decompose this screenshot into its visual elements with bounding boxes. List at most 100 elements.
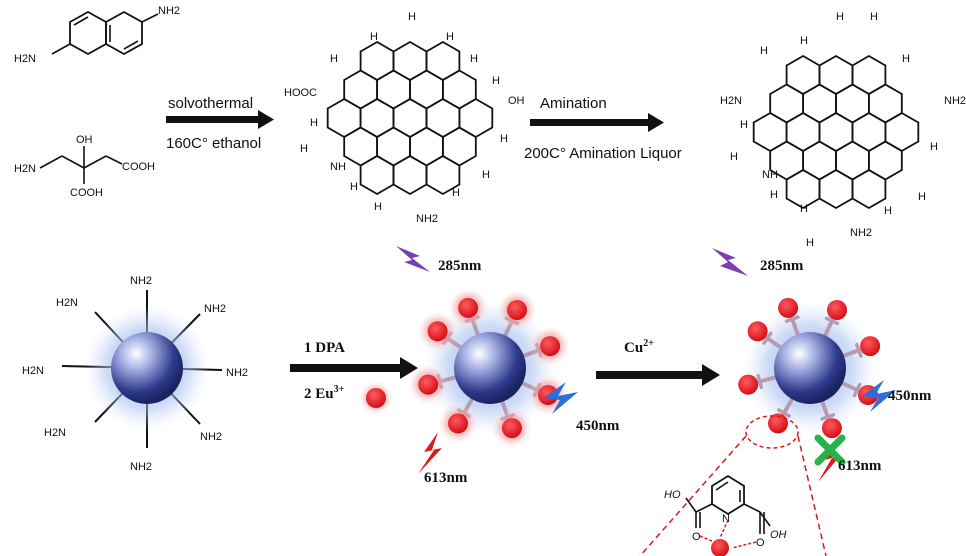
- dpa-linker-fork: [784, 315, 800, 323]
- ligand-nh2-bottomright: NH2: [200, 431, 222, 443]
- ligand-h2n-left: H2N: [22, 365, 44, 377]
- solvothermal-conditions: 160C° ethanol: [166, 135, 261, 152]
- dpa-linker-fork: [777, 408, 791, 418]
- cdot2-h-2: H: [800, 35, 808, 47]
- ligand-h2n-topleft: H2N: [56, 297, 78, 309]
- ligand-nh2-bottom: NH2: [130, 461, 152, 473]
- dpa-oxygen-left: O: [692, 531, 701, 543]
- dpa-linker: [790, 317, 800, 337]
- cdot2-h-5: H: [902, 53, 910, 65]
- dpa-linker: [820, 399, 830, 419]
- naphthalene-amine-left: H2N: [14, 53, 36, 65]
- carbon-ring: [818, 168, 854, 210]
- citric-amine-reagent: OH H2N COOH COOH: [14, 134, 155, 199]
- cdot2-h-12: H: [730, 151, 738, 163]
- dpa-arrow: [290, 364, 400, 372]
- carbon-dot-structure-1: [326, 40, 494, 196]
- dpa-molecule: HO OH N O O: [664, 474, 787, 556]
- red-dot-icon: [768, 413, 788, 434]
- cdot1-h-2: H: [370, 31, 378, 43]
- nanoparticle-core-quenched: [774, 332, 846, 404]
- red-emission-label-2: 613nm: [838, 458, 882, 474]
- red-dot-icon: [366, 388, 386, 408]
- red-dot-icon: [501, 418, 522, 439]
- europium-ions: [408, 287, 571, 449]
- cdot1-h-1: H: [330, 53, 338, 65]
- cdot1-h-4: H: [446, 31, 454, 43]
- red-dot-icon: [507, 300, 527, 320]
- red-dot-icon: [418, 374, 439, 395]
- carbon-ring: [359, 154, 395, 196]
- amination-step: Amination 200C° Amination Liquor: [524, 95, 682, 162]
- solvothermal-arrow: [166, 116, 258, 123]
- blue-emission-1: 450nm: [544, 382, 620, 434]
- copper-step: Cu2+: [596, 338, 720, 386]
- dpa-zoom-callout: [639, 415, 827, 556]
- red-dot-icon: [458, 297, 479, 318]
- citric-amine: H2N: [14, 163, 36, 175]
- dpa-linker-fork: [824, 316, 840, 326]
- red-emission-label-1: 613nm: [424, 470, 468, 486]
- cdot2-h-9: H: [800, 203, 808, 215]
- citric-acid-right: COOH: [122, 161, 155, 173]
- ligand-nh2-topright: NH2: [204, 303, 226, 315]
- cdot2-imine: NH: [762, 169, 778, 181]
- carbon-ring: [851, 168, 887, 210]
- red-dot-icon: [711, 539, 729, 556]
- cdot1-h-8: H: [482, 169, 490, 181]
- eu-label: 2 Eu3+: [304, 384, 345, 402]
- excitation-285-left: 285nm: [396, 246, 482, 274]
- cdot2-h-13: H: [740, 119, 748, 131]
- carbon-dot-structure-2: [752, 54, 920, 210]
- nanoparticle-core-eu: [454, 332, 526, 404]
- red-dot-icon: [448, 413, 468, 434]
- amination-arrow: [530, 119, 648, 126]
- cu-arrow: [596, 371, 702, 379]
- lightning-bolt-icon: [544, 382, 578, 414]
- dpa-label: 1 DPA: [304, 340, 345, 356]
- carbon-ring: [392, 154, 428, 196]
- blue-emission-2: 450nm: [862, 380, 932, 412]
- red-dot-icon: [747, 321, 768, 342]
- red-dot-icon: [738, 374, 759, 395]
- lightning-bolt-icon: [818, 440, 840, 482]
- cdot1-h-6: H: [492, 75, 500, 87]
- dpa-linker: [757, 375, 778, 384]
- lightning-bolt-icon: [712, 248, 748, 276]
- cross-icon: [814, 434, 846, 466]
- dpa-oxygen-right: O: [756, 537, 765, 549]
- dpa-linker-fork: [852, 382, 862, 398]
- amination-label: Amination: [540, 95, 607, 112]
- dpa-linker-fork: [820, 413, 836, 421]
- dpa-nitrogen: N: [722, 513, 730, 525]
- red-dot-icon: [427, 321, 448, 342]
- cdot2-h-6: H: [930, 141, 938, 153]
- cdot2-h-1: H: [760, 45, 768, 57]
- amination-conditions: 200C° Amination Liquor: [524, 145, 682, 162]
- excitation-285-right: 285nm: [712, 248, 804, 276]
- red-emission-1: 613nm: [418, 432, 468, 486]
- citric-acid-bottom: COOH: [70, 187, 103, 199]
- dpa-hydroxyl-right: OH: [770, 529, 787, 541]
- cdot2-amine-left: H2N: [720, 95, 742, 107]
- cdot1-h-3: H: [408, 11, 416, 23]
- ligand-nh2-right: NH2: [226, 367, 248, 379]
- quenched-nanoparticle: [738, 297, 881, 439]
- cdot1-h-9: H: [452, 187, 460, 199]
- dpa-hydroxyl-left: HO: [664, 489, 681, 501]
- ligand-h2n-bottomleft: H2N: [44, 427, 66, 439]
- excitation-label-right: 285nm: [760, 258, 804, 274]
- dpa-linker-fork: [855, 342, 863, 358]
- lightning-bolt-icon: [396, 246, 430, 272]
- cdot1-h-7: H: [500, 133, 508, 145]
- naphthalene-diamine: H2N NH2: [14, 5, 180, 65]
- red-emission-2: 613nm: [814, 434, 882, 482]
- nanoparticle-core: [111, 332, 183, 404]
- carbon-dot-2-labels: H2N NH2 NH NH2 H H H H H H H H H H H H H: [720, 11, 966, 249]
- eu-decorated-nanoparticle: [408, 287, 571, 449]
- cdot1-amine: NH2: [416, 213, 438, 225]
- citric-hydroxyl: OH: [76, 134, 93, 146]
- cdot1-imine: NH: [330, 161, 346, 173]
- carbon-ring: [425, 154, 461, 196]
